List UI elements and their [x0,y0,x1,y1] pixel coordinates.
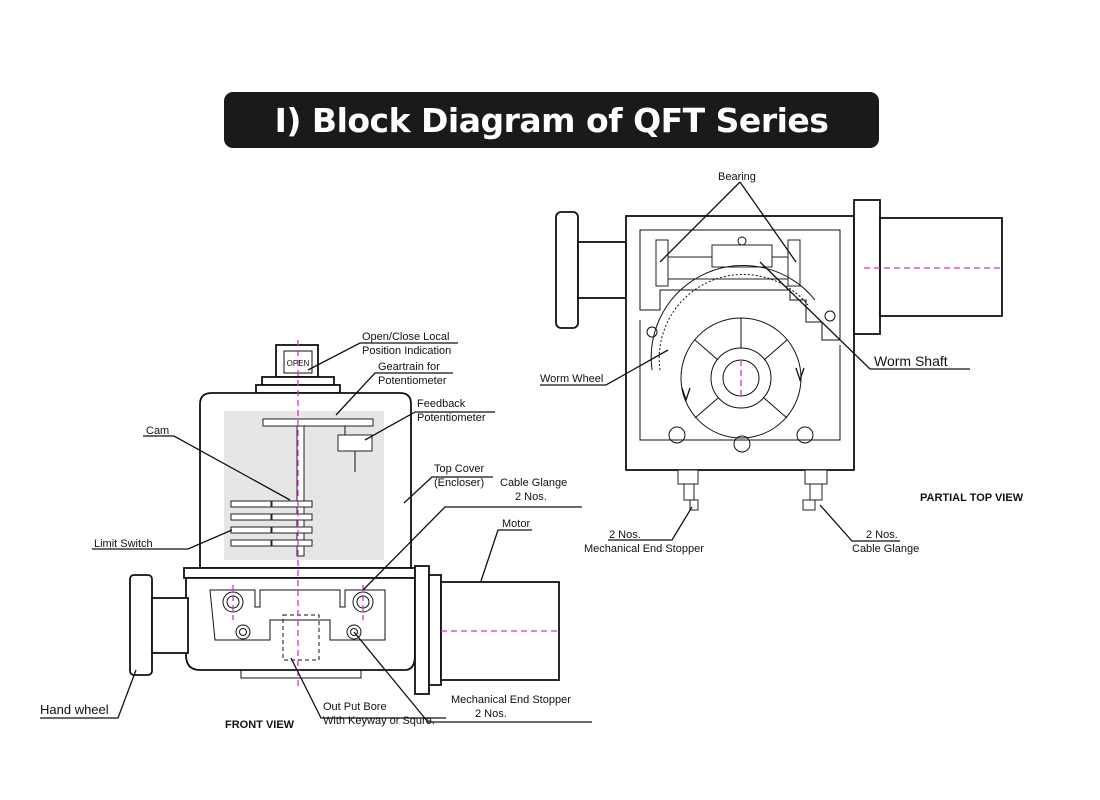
label-open-close-1: Open/Close Local [362,331,449,343]
label-top-stopper-1: 2 Nos. [609,529,641,541]
label-worm-shaft: Worm Shaft [874,353,948,369]
label-hand-wheel: Hand wheel [40,702,109,717]
label-limit-switch: Limit Switch [94,538,153,550]
label-top-cover-2: (Encloser) [434,477,484,489]
label-worm-wheel: Worm Wheel [540,373,603,385]
end-stopper-bolts [235,624,362,640]
front-view: OPEN [40,331,592,731]
top-view-label: PARTIAL TOP VIEW [920,492,1024,504]
label-cable-glange-1: Cable Glange [500,477,567,489]
label-top-cover-1: Top Cover [434,463,484,475]
diagram-title: I) Block Diagram of QFT Series [274,100,829,140]
front-leader-lines [40,342,592,723]
label-top-glange-1: 2 Nos. [866,529,898,541]
label-cable-glange-2: 2 Nos. [515,491,547,503]
label-open-close-2: Position Indication [362,345,451,357]
hand-wheel [129,574,189,676]
worm-shaft-assembly [655,236,801,287]
motor [414,565,560,695]
label-geartrain-2: Potentiometer [378,375,447,387]
label-cam: Cam [146,425,169,437]
label-feedback-2: Potentiometer [417,412,486,424]
label-top-glange-2: Cable Glange [852,543,919,555]
label-output-bore-2: With Keyway or Squre. [323,715,435,727]
partial-top-view: Bearing Worm Wheel Worm Shaft 2 Nos. Mec… [540,171,1024,555]
label-feedback-1: Feedback [417,398,466,410]
top-leader-lines [540,181,970,542]
title-banner: I) Block Diagram of QFT Series [224,92,879,148]
front-view-label: FRONT VIEW [225,719,295,731]
gearbox-housing [185,577,416,671]
label-mech-stopper-2: 2 Nos. [475,708,507,720]
label-top-stopper-2: Mechanical End Stopper [584,543,704,555]
top-studs [677,469,828,511]
label-bearing: Bearing [718,171,756,183]
internal-mechanism [230,418,374,557]
label-geartrain-1: Geartrain for [378,361,440,373]
top-hand-wheel [555,211,579,329]
label-mech-stopper-1: Mechanical End Stopper [451,694,571,706]
worm-wheel [650,264,816,439]
label-motor: Motor [502,518,530,530]
top-mounting-holes [646,310,836,453]
label-output-bore-1: Out Put Bore [323,701,387,713]
